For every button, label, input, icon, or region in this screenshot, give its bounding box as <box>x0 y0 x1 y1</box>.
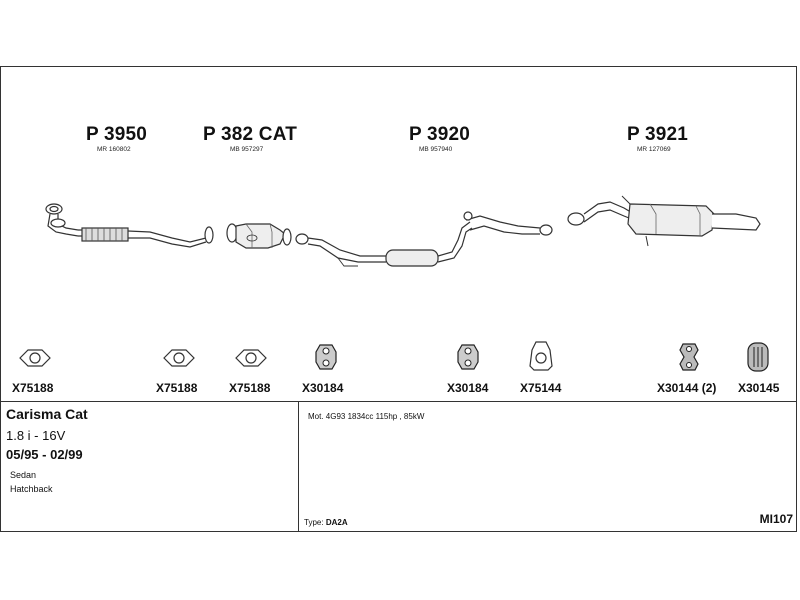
motor-info: Mot. 4G93 1834cc 115hp , 85kW <box>308 412 425 421</box>
middle-silencer-drawing <box>295 211 553 267</box>
vehicle-dates: 05/95 - 02/99 <box>6 447 83 462</box>
vehicle-engine: 1.8 i - 16V <box>6 428 66 443</box>
hardware-label: X30144 (2) <box>657 381 717 395</box>
section-divider <box>0 401 797 402</box>
gasket-icon <box>235 349 267 367</box>
part-code-front-pipe: P 3950 <box>86 124 148 145</box>
rubber-strap-icon <box>679 343 699 371</box>
hardware-label: X30145 <box>738 381 780 395</box>
part-code-middle-silencer: P 3920 <box>409 124 471 145</box>
hardware-label: X75144 <box>520 381 562 395</box>
part-code-rear-silencer: P 3921 <box>627 124 689 145</box>
body-type-sedan: Sedan <box>10 470 37 480</box>
info-divider <box>298 401 299 532</box>
flange-gasket-icon <box>529 341 553 371</box>
type-row: Type: DA2A <box>304 518 348 527</box>
hardware-label: X75188 <box>156 381 198 395</box>
hardware-label: X30184 <box>447 381 489 395</box>
oem-code-rear-silencer: MR 127069 <box>637 146 671 153</box>
oem-code-catalyst: MB 957297 <box>230 146 264 153</box>
gasket-icon <box>19 349 51 367</box>
part-code-catalyst: P 382 CAT <box>203 124 298 145</box>
diagram-code: MI107 <box>759 512 793 526</box>
diagram-frame <box>0 66 797 532</box>
oem-code-middle-silencer: MB 957940 <box>419 146 453 153</box>
hardware-label: X30184 <box>302 381 344 395</box>
gasket-icon <box>163 349 195 367</box>
front-pipe-drawing <box>45 203 214 248</box>
rubber-hanger-icon <box>457 344 479 370</box>
type-value: DA2A <box>325 518 348 527</box>
hardware-label: X75188 <box>12 381 54 395</box>
rubber-mount-icon <box>747 342 769 372</box>
hardware-label: X75188 <box>229 381 271 395</box>
rear-silencer-drawing <box>567 195 761 247</box>
body-type-hatchback: Hatchback <box>10 484 53 494</box>
catalyst-drawing <box>226 223 292 249</box>
rubber-hanger-icon <box>315 344 337 370</box>
oem-code-front-pipe: MR 160802 <box>97 146 131 153</box>
type-label: Type: <box>304 518 324 527</box>
vehicle-model: Carisma Cat <box>6 406 88 422</box>
